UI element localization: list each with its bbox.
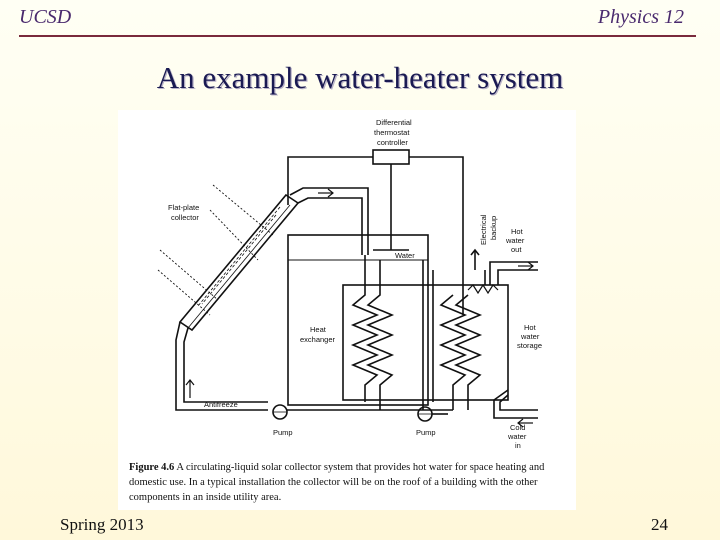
label-hotout-2: water xyxy=(505,236,525,245)
electrical-backup-element xyxy=(467,283,499,295)
label-controller-2: thermostat xyxy=(374,128,410,137)
hot-water-storage-tank xyxy=(342,284,509,401)
figure-caption: Figure 4.6 A circulating-liquid solar co… xyxy=(129,460,569,505)
water-heater-schematic: Differential thermostat controller Flat-… xyxy=(157,118,542,450)
slide-number: 24 xyxy=(651,515,668,534)
course-number: Physics 12 xyxy=(597,6,684,28)
label-hx-2: exchanger xyxy=(300,335,336,344)
label-antifreeze: Antifreeze xyxy=(204,400,238,409)
label-storage-2: water xyxy=(520,332,540,341)
flat-plate-collector xyxy=(178,193,300,332)
label-coldin-3: in xyxy=(515,441,521,450)
label-storage-1: Hot xyxy=(524,323,537,332)
label-hx-1: Heat xyxy=(310,325,327,334)
label-hotout-3: out xyxy=(511,245,522,254)
label-controller-1: Differential xyxy=(376,118,412,127)
figure-number: Figure 4.6 xyxy=(129,462,175,473)
footer-term: Spring 2013 xyxy=(60,515,144,534)
controller-box xyxy=(372,149,410,165)
header-divider xyxy=(19,35,696,37)
label-storage-3: storage xyxy=(517,341,542,350)
label-coldin-2: water xyxy=(507,432,527,441)
label-controller-3: controller xyxy=(377,138,408,147)
heat-exchanger-tank xyxy=(287,234,429,406)
label-collector-2: collector xyxy=(171,213,199,222)
label-backup-1: Electrical xyxy=(479,214,488,245)
label-coldin-1: Cold xyxy=(510,423,525,432)
slide-title: An example water-heater system xyxy=(156,60,564,95)
figure-diagram: Differential thermostat controller Flat-… xyxy=(118,110,576,510)
course-label: UCSD xyxy=(19,6,72,28)
label-pump-right: Pump xyxy=(416,428,436,437)
label-collector-1: Flat-plate xyxy=(168,203,199,212)
label-backup-2: backup xyxy=(489,216,498,240)
figure-caption-text: A circulating-liquid solar collector sys… xyxy=(129,462,545,503)
label-pump-left: Pump xyxy=(273,428,293,437)
label-hotout-1: Hot xyxy=(511,227,524,236)
label-water: Water xyxy=(395,251,415,260)
